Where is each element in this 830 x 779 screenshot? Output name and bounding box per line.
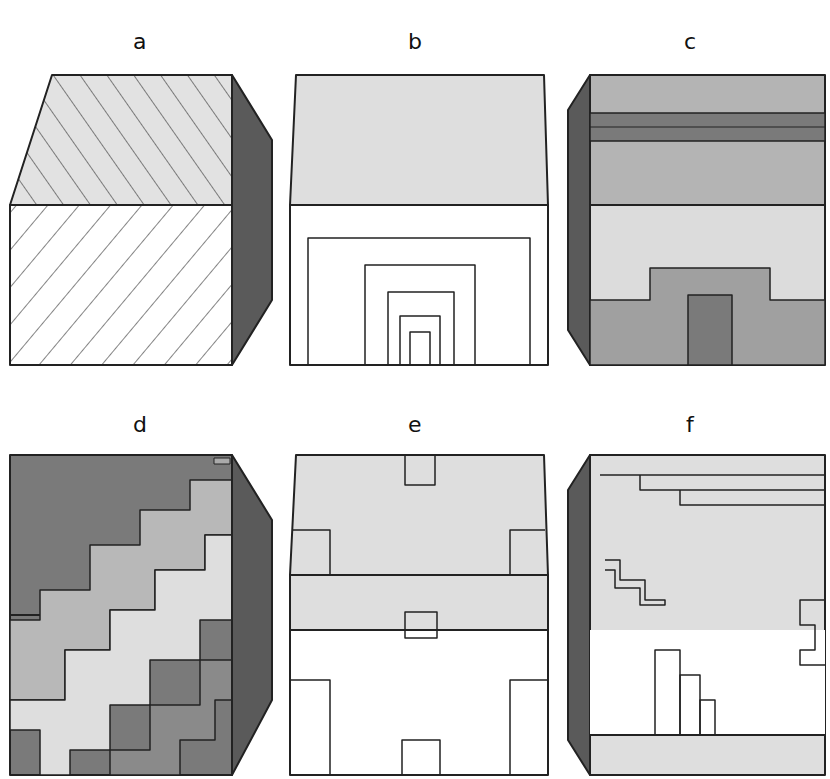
panel-letter: c	[684, 31, 696, 53]
panel-letter: f	[686, 414, 694, 436]
cube-c	[568, 75, 825, 365]
panel-letter: e	[408, 414, 422, 436]
cube-a	[10, 75, 272, 365]
cube-d	[10, 455, 272, 775]
cube-f	[568, 455, 825, 775]
panel-letter: a	[133, 31, 146, 53]
panel-letter: d	[133, 414, 147, 436]
cube-b	[290, 75, 548, 365]
panel-letter: b	[408, 31, 422, 53]
cube-e	[290, 455, 548, 775]
